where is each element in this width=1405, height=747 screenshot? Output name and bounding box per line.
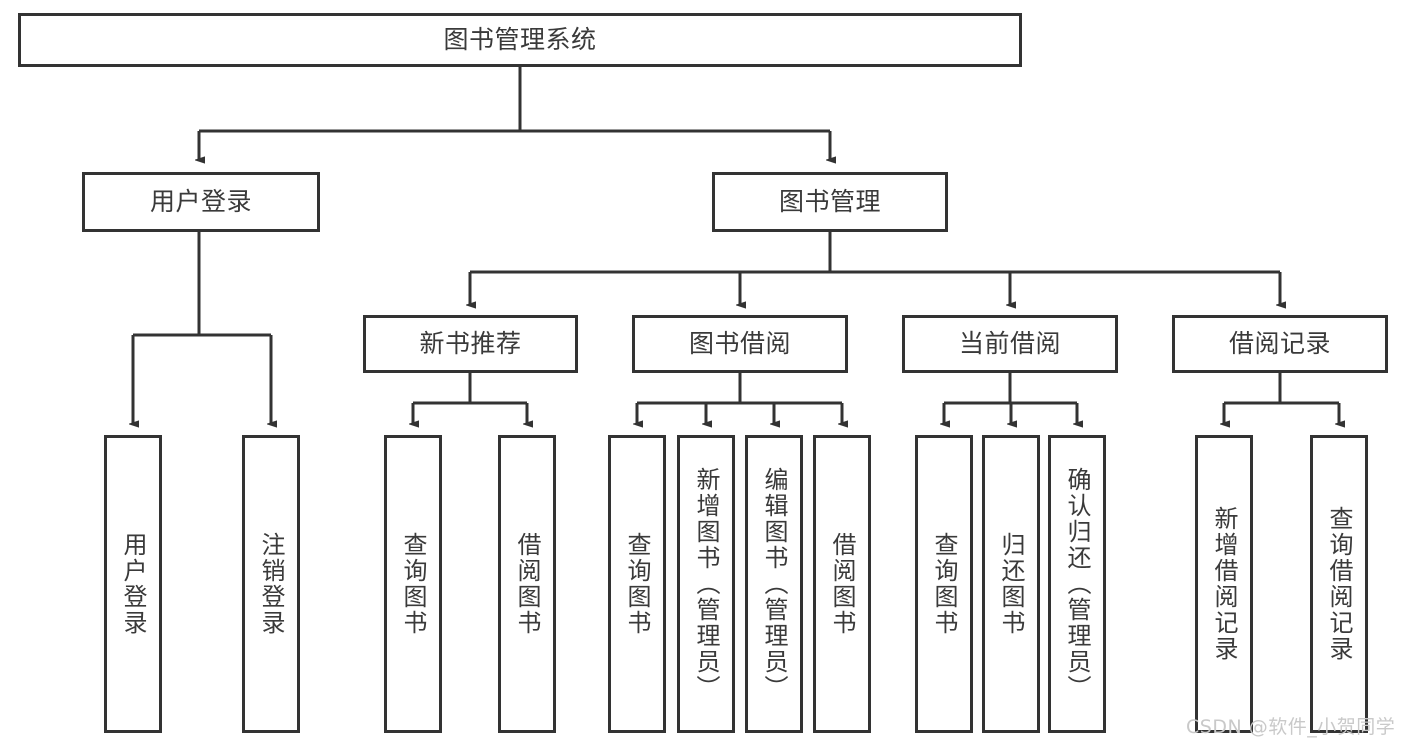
node-book-borrow-label: 图书借阅 bbox=[688, 328, 791, 358]
node-book-manage-label: 图书管理 bbox=[778, 186, 881, 216]
node-borrow-record-label: 借阅记录 bbox=[1228, 328, 1331, 358]
leaf-add-book-label: 新增图书（管理员） bbox=[692, 467, 720, 701]
node-book-borrow[interactable]: 图书借阅 bbox=[632, 315, 848, 373]
node-root[interactable]: 图书管理系统 bbox=[18, 13, 1022, 67]
leaf-add-book[interactable]: 新增图书（管理员） bbox=[677, 435, 735, 733]
watermark: CSDN @软件_小贺同学 bbox=[1186, 716, 1396, 738]
leaf-query-record[interactable]: 查询借阅记录 bbox=[1310, 435, 1368, 733]
leaf-edit-book[interactable]: 编辑图书（管理员） bbox=[745, 435, 803, 733]
leaf-query-book-1-label: 查询图书 bbox=[399, 532, 427, 636]
node-book-manage[interactable]: 图书管理 bbox=[712, 172, 948, 232]
leaf-query-record-label: 查询借阅记录 bbox=[1325, 506, 1353, 662]
leaf-user-logout[interactable]: 注销登录 bbox=[242, 435, 300, 733]
node-root-label: 图书管理系统 bbox=[443, 24, 597, 54]
leaf-add-record-label: 新增借阅记录 bbox=[1210, 506, 1238, 662]
leaf-user-login[interactable]: 用户登录 bbox=[104, 435, 162, 733]
leaf-query-book-3[interactable]: 查询图书 bbox=[915, 435, 973, 733]
node-borrow-record[interactable]: 借阅记录 bbox=[1172, 315, 1388, 373]
leaf-query-book-2-label: 查询图书 bbox=[623, 532, 651, 636]
leaf-borrow-book-2-label: 借阅图书 bbox=[828, 532, 856, 636]
node-user-login[interactable]: 用户登录 bbox=[82, 172, 320, 232]
leaf-borrow-book-1-label: 借阅图书 bbox=[513, 532, 541, 636]
leaf-borrow-book-2[interactable]: 借阅图书 bbox=[813, 435, 871, 733]
leaf-user-logout-label: 注销登录 bbox=[257, 532, 285, 636]
leaf-borrow-book-1[interactable]: 借阅图书 bbox=[498, 435, 556, 733]
node-new-book-recommend-label: 新书推荐 bbox=[419, 328, 522, 358]
leaf-query-book-1[interactable]: 查询图书 bbox=[384, 435, 442, 733]
node-new-book-recommend[interactable]: 新书推荐 bbox=[363, 315, 578, 373]
leaf-edit-book-label: 编辑图书（管理员） bbox=[760, 467, 788, 701]
leaf-confirm-return-label: 确认归还（管理员） bbox=[1063, 467, 1091, 701]
leaf-user-login-label: 用户登录 bbox=[119, 532, 147, 636]
node-user-login-label: 用户登录 bbox=[149, 186, 252, 216]
leaf-add-record[interactable]: 新增借阅记录 bbox=[1195, 435, 1253, 733]
leaf-return-book-label: 归还图书 bbox=[997, 532, 1025, 636]
leaf-query-book-3-label: 查询图书 bbox=[930, 532, 958, 636]
node-current-borrow-label: 当前借阅 bbox=[958, 328, 1061, 358]
leaf-return-book[interactable]: 归还图书 bbox=[982, 435, 1040, 733]
leaf-query-book-2[interactable]: 查询图书 bbox=[608, 435, 666, 733]
leaf-confirm-return[interactable]: 确认归还（管理员） bbox=[1048, 435, 1106, 733]
node-current-borrow[interactable]: 当前借阅 bbox=[902, 315, 1118, 373]
